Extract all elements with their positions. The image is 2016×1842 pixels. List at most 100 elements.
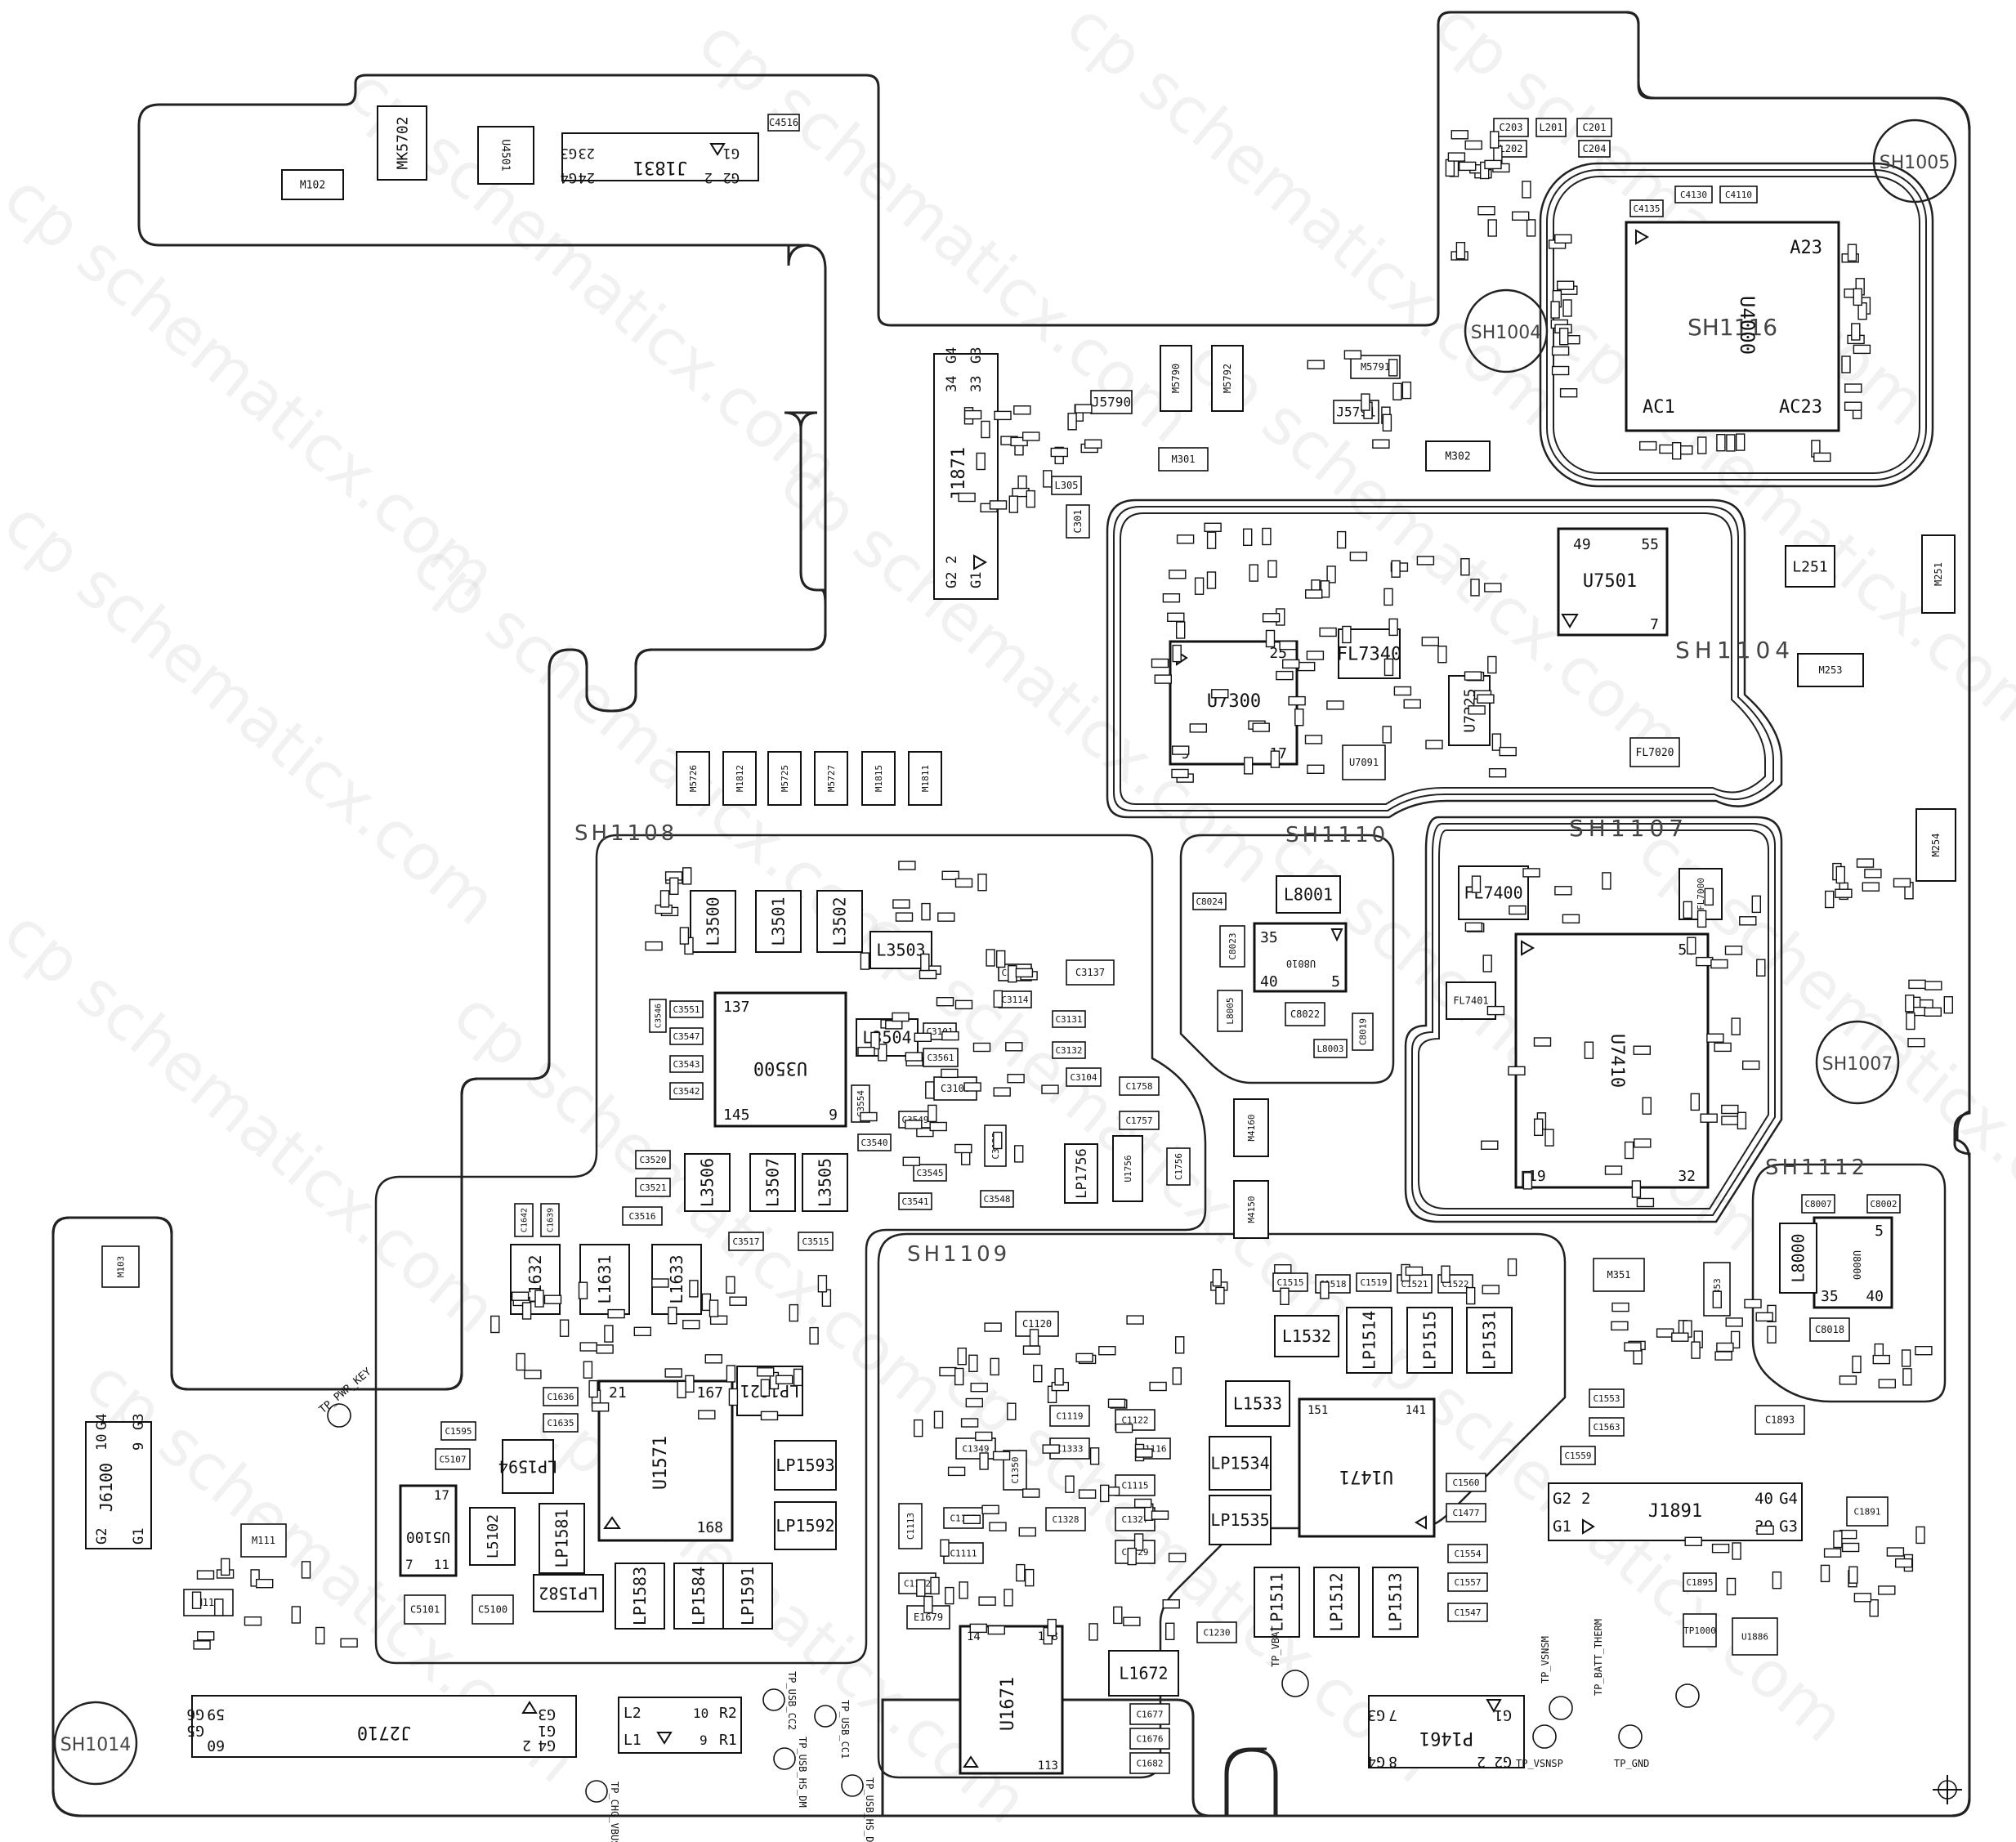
passive-pad: [923, 1595, 933, 1614]
component-l8003: L8003: [1313, 1039, 1348, 1058]
testpoint-label: TP_CHG_VBUS: [609, 1782, 620, 1842]
component-body: [798, 1232, 834, 1251]
passive-pad: [1211, 689, 1229, 699]
component-l8005: L8005: [1217, 990, 1243, 1032]
passive-pad: [1924, 981, 1942, 990]
ic-pin-label: 17: [434, 1487, 449, 1503]
passive-pad: [1716, 1342, 1734, 1352]
testpoint-usb-cc2[interactable]: TP_USB_CC2: [762, 1671, 798, 1730]
component-body: [690, 890, 736, 953]
testpoint-gnd[interactable]: TP_GND: [1614, 1724, 1649, 1769]
passive-pad: [1054, 1368, 1064, 1386]
shield-sh1107-inner: [1418, 829, 1769, 1209]
component-body: [943, 1542, 984, 1564]
component-lp1591: LP1591: [722, 1563, 773, 1630]
component-label: LP1592: [776, 1516, 834, 1536]
testpoint-label: TP_VSNSP: [1516, 1758, 1563, 1769]
ic-pin-label: 167: [696, 1384, 723, 1402]
component-l201: L201: [1535, 118, 1567, 137]
passive-pad: [1556, 280, 1575, 290]
shield-label-sh1108: SH1108: [574, 821, 677, 846]
component-mk5702: MK5702: [377, 105, 427, 181]
ic-u7300-body: [1169, 640, 1299, 766]
pin1-marker: [1415, 1515, 1427, 1530]
component-label: L8001: [1284, 885, 1333, 905]
testpoint-label: TP_VBAT: [1270, 1625, 1281, 1667]
component-label: L305: [1055, 480, 1079, 491]
ic-pin-label: 5: [1875, 1223, 1884, 1240]
component-body: [1683, 1613, 1717, 1648]
connector-j1871: J1871 34 G4 33 G3 G2 2 G1: [933, 347, 999, 600]
component-body: [1493, 118, 1529, 137]
component-label: C1122: [1121, 1415, 1148, 1425]
component-l3503: L3503: [869, 931, 932, 969]
component-label: M4160: [1246, 1114, 1257, 1141]
passive-pad: [633, 1326, 651, 1337]
testpoint-usb-cc1[interactable]: TP_USB_CC1: [814, 1700, 851, 1759]
passive-pad: [1382, 414, 1392, 431]
testpoint-chg-vbus[interactable]: TP_CHG_VBUS: [585, 1780, 620, 1842]
passive-pad: [1737, 1111, 1747, 1130]
passive-pad: [916, 1127, 934, 1138]
testpoint-pwr-key[interactable]: TP_PWR_KEY: [317, 1366, 374, 1428]
testpoint-vsnsp[interactable]: TP_VSNSP: [1516, 1724, 1563, 1769]
component-c1757: C1757: [1119, 1111, 1160, 1130]
component-l3500: L3500: [690, 890, 736, 953]
component-u1756: U1756: [1112, 1135, 1143, 1202]
testpoint-batt-therm[interactable]: TP_BATT_THERM: [1593, 1619, 1700, 1708]
component-c8023: C8023: [1219, 925, 1245, 968]
component-l1631: L1631: [579, 1244, 630, 1315]
ic-pin-label: 35: [1260, 929, 1278, 946]
testpoint-vsnsm[interactable]: TP_VSNSM: [1540, 1636, 1573, 1720]
passive-pad: [1115, 1423, 1133, 1433]
component-body: [1209, 1436, 1272, 1491]
passive-pad: [1405, 1266, 1424, 1276]
component-m5726: M5726: [676, 751, 710, 806]
component-body: [1719, 186, 1758, 203]
testpoint-usb-hs-dm[interactable]: TP_USB_HS_DM: [773, 1737, 808, 1808]
passive-pad: [817, 1275, 828, 1293]
shield-sh1107-mid: [1411, 823, 1776, 1216]
component-body: [1779, 1223, 1817, 1294]
passive-pad: [1279, 641, 1297, 651]
passive-pad: [1848, 1566, 1858, 1584]
passive-pad: [1445, 159, 1455, 177]
component-body: [1447, 1544, 1488, 1563]
passive-pad: [645, 941, 663, 951]
passive-pad: [905, 1052, 923, 1062]
component-label: FL7401: [1453, 995, 1488, 1007]
passive-pad: [1671, 442, 1682, 460]
component-m5727: M5727: [814, 751, 848, 806]
component-m254: M254: [1915, 808, 1956, 882]
component-m5725: M5725: [767, 751, 802, 806]
component-lp1535: LP1535: [1209, 1495, 1272, 1545]
component-m4150: M4150: [1233, 1180, 1269, 1239]
pin1-marker: [709, 143, 726, 156]
passive-pad: [1839, 1375, 1857, 1385]
component-l202: L202: [1495, 140, 1527, 158]
ic-u1571: 21 167 168 U1571: [597, 1379, 734, 1542]
passive-pad: [902, 1156, 921, 1166]
passive-pad: [1149, 1381, 1167, 1392]
testpoint-vbat[interactable]: TP_VBAT: [1270, 1625, 1309, 1697]
passive-pad: [1847, 244, 1857, 262]
board-outline-group: [51, 11, 1971, 1817]
component-c3520: C3520: [635, 1150, 671, 1169]
passive-pad: [1735, 433, 1746, 451]
component-c1515: C1515: [1272, 1272, 1308, 1292]
passive-pad: [995, 950, 1006, 968]
component-body: [1254, 1567, 1300, 1638]
passive-pad: [1624, 1141, 1634, 1160]
component-body: [1225, 1380, 1290, 1427]
shield-sh1104-outer: [1106, 499, 1783, 819]
component-l3502: L3502: [816, 890, 863, 953]
component-body: [1703, 1262, 1731, 1317]
passive-pad: [1176, 534, 1195, 544]
testpoint-usb-hs-dp[interactable]: TP_USB_HS_DP: [841, 1774, 875, 1842]
connector-pin: 10: [693, 1706, 709, 1721]
passive-pad: [1756, 1525, 1774, 1536]
component-body: [1589, 1388, 1625, 1408]
passive-pad: [1634, 1138, 1652, 1148]
component-label: LP1531: [1480, 1311, 1500, 1370]
